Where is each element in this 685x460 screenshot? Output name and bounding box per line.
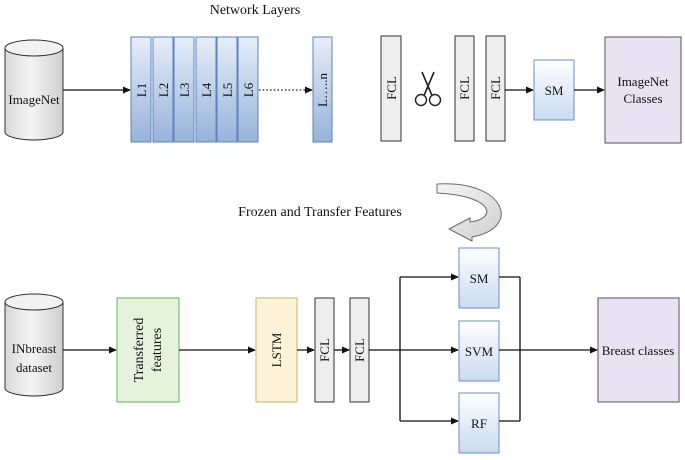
layer-l4-label: L4	[199, 82, 214, 97]
scissors-icon	[414, 71, 442, 107]
classifier-branch	[369, 273, 459, 425]
classifier-sm-label: SM	[470, 271, 489, 286]
top-fcl-2-label: FCL	[457, 76, 472, 100]
layer-stack: L1 L2 L3 L4 L5 L6	[130, 36, 259, 143]
layer-l1-label: L1	[134, 83, 149, 97]
top-fcl-1: FCL	[380, 35, 402, 142]
transfer-label: Frozen and Transfer Features	[238, 205, 402, 220]
layer-l5-label: L5	[220, 83, 235, 97]
classifier-rf-label: RF	[471, 416, 487, 431]
layer-l6-label: L6	[241, 82, 256, 97]
bottom-fcl-2: FCL	[349, 297, 370, 403]
lstm-label: LSTM	[269, 332, 284, 367]
layer-ln-label: L…..n	[315, 73, 330, 107]
lstm-box: LSTM	[255, 297, 298, 403]
layer-l6: L6	[237, 36, 259, 143]
curved-arrow-icon	[436, 183, 502, 242]
top-softmax-label: SM	[545, 83, 564, 98]
layer-l1: L1	[130, 36, 152, 143]
classifier-sm-box: SM	[458, 247, 500, 309]
imagenet-input-cylinder: ImageNet	[4, 39, 64, 141]
classifier-rf-box: RF	[458, 392, 500, 454]
transferred-features-line1: Transferred	[132, 318, 147, 383]
imagenet-input-label: ImageNet	[8, 92, 60, 107]
bottom-fcl-1-label: FCL	[317, 338, 332, 362]
top-title: Network Layers	[210, 3, 301, 18]
imagenet-classes-line1: ImageNet	[617, 74, 669, 89]
imagenet-classes-line2: Classes	[624, 91, 663, 106]
classifier-svm-box: SVM	[458, 320, 500, 382]
layer-ln: L…..n	[312, 36, 333, 143]
top-softmax-box: SM	[533, 59, 575, 121]
layer-l2-label: L2	[156, 83, 171, 97]
top-fcl-3: FCL	[485, 35, 506, 142]
transferred-features-box: Transferred features	[116, 297, 180, 403]
bottom-fcl-2-label: FCL	[352, 338, 367, 362]
top-fcl-3-label: FCL	[488, 76, 503, 100]
inbreast-input-line1: INbreast	[12, 341, 57, 356]
transferred-features-line2: features	[150, 328, 165, 372]
classifier-merge	[499, 276, 598, 422]
bottom-fcl-1: FCL	[314, 297, 335, 403]
layer-l3: L3	[173, 36, 195, 143]
breast-classes-label: Breast classes	[602, 343, 675, 358]
top-fcl-1-label: FCL	[384, 76, 399, 100]
top-fcl-2: FCL	[454, 35, 475, 142]
layer-l2: L2	[152, 36, 174, 143]
layer-l3-label: L3	[177, 83, 192, 97]
breast-classes-box: Breast classes	[597, 297, 680, 403]
classifier-svm-label: SVM	[465, 344, 494, 359]
inbreast-input-cylinder: INbreast dataset	[4, 293, 64, 397]
inbreast-input-line2: dataset	[16, 360, 52, 375]
layer-l4: L4	[195, 36, 217, 143]
layer-l5: L5	[216, 36, 238, 143]
imagenet-classes-box: ImageNet Classes	[604, 36, 682, 144]
